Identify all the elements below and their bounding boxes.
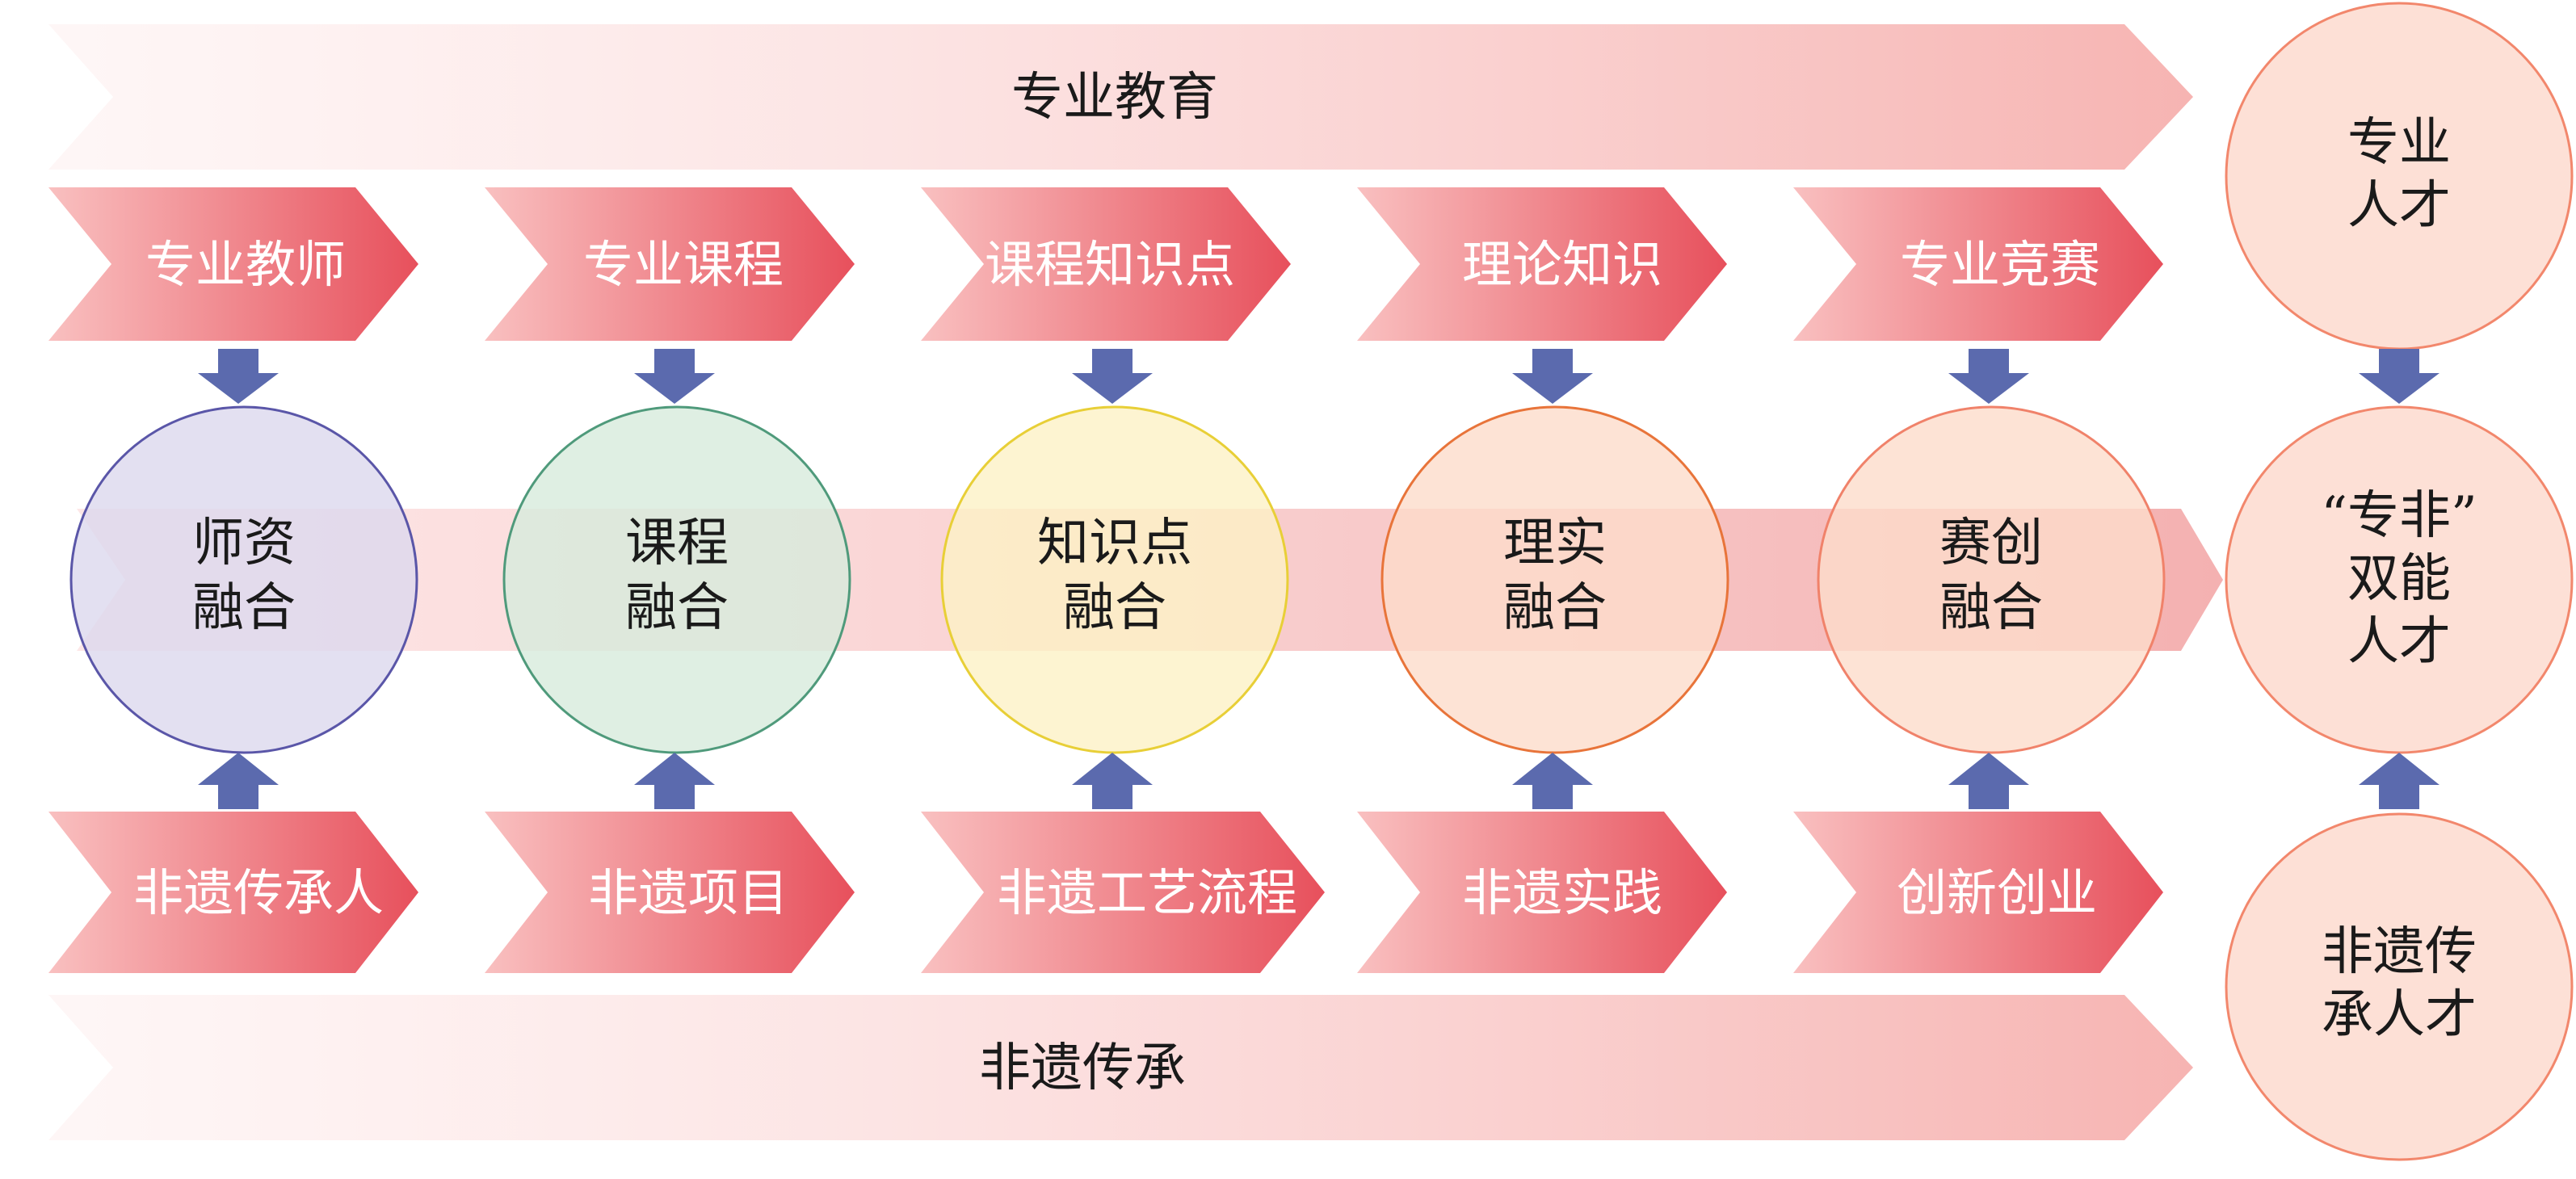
column-competition-entrepreneurship: 专业竞赛 赛创 融合 创新创业 xyxy=(1793,187,2166,973)
top-chevron xyxy=(485,187,855,341)
outcome-top-line-2: 人才 xyxy=(2347,176,2451,236)
top-chevron xyxy=(48,187,418,341)
down-arrow-icon xyxy=(1948,349,2029,404)
bottom-chevron-label: 非遗传承人 xyxy=(133,863,384,922)
integration-circle xyxy=(502,405,851,754)
integration-circle xyxy=(1817,405,2166,754)
up-arrow-icon xyxy=(198,753,279,809)
integration-circle xyxy=(1380,405,1729,754)
column-teachers: 专业教师 师资 融合 非遗传承人 xyxy=(48,187,418,973)
top-chevron-label: 专业课程 xyxy=(583,235,784,294)
up-arrow-icon xyxy=(1948,753,2029,809)
circle-label-line-1: 赛创 xyxy=(1939,514,2043,573)
down-arrow-icon xyxy=(1512,349,1593,404)
bottom-chevron-label: 非遗实践 xyxy=(1462,863,1662,922)
circle-label-line-1: 理实 xyxy=(1503,514,1607,573)
bottom-chevron-label: 创新创业 xyxy=(1897,863,2097,922)
circle-label-line-2: 融合 xyxy=(1063,578,1166,638)
bottom-banner-label: 非遗传承 xyxy=(979,1038,1186,1098)
bottom-chevron xyxy=(485,812,855,973)
outcome-middle-line-2: 双能 xyxy=(2347,549,2451,609)
integration-circle xyxy=(940,405,1289,754)
down-arrow-icon xyxy=(2359,349,2439,404)
top-chevron xyxy=(1357,187,1727,341)
outcome-middle-line-1: “专非” xyxy=(2321,486,2477,546)
outcome-middle-line-3: 人才 xyxy=(2347,612,2451,672)
column-theory-practice: 理论知识 理实 融合 非遗实践 xyxy=(1357,187,1729,973)
up-arrow-icon xyxy=(2359,753,2439,809)
circle-label-line-2: 融合 xyxy=(625,578,729,638)
up-arrow-icon xyxy=(1072,753,1153,809)
circle-label-line-1: 知识点 xyxy=(1037,514,1192,573)
outcome-bottom-line-2: 承人才 xyxy=(2322,985,2477,1045)
top-banner-label: 专业教育 xyxy=(1011,68,1218,128)
up-arrow-icon xyxy=(1512,753,1593,809)
bottom-chevron-label: 非遗工艺流程 xyxy=(997,863,1297,922)
column-knowledge-points: 课程知识点 知识点 融合 非遗工艺流程 xyxy=(921,187,1325,973)
circle-label-line-1: 师资 xyxy=(192,514,296,573)
down-arrow-icon xyxy=(198,349,279,404)
top-chevron-label: 理论知识 xyxy=(1462,235,1662,294)
outcome-bottom-line-1: 非遗传 xyxy=(2322,922,2477,982)
bottom-chevron xyxy=(1357,812,1727,973)
top-banner: 专业教育 xyxy=(48,24,2193,170)
outcome-top-line-1: 专业 xyxy=(2347,113,2451,173)
top-chevron-label: 专业教师 xyxy=(145,235,346,294)
up-arrow-icon xyxy=(634,753,715,809)
outcome-column: 专业 人才 “专非” 双能 人才 非遗传 承人才 xyxy=(2225,2,2574,1161)
outcome-heritage-talent xyxy=(2225,812,2574,1161)
bottom-banner: 非遗传承 xyxy=(48,995,2193,1140)
top-chevron-label: 专业竞赛 xyxy=(1900,235,2100,294)
bottom-chevron xyxy=(48,812,418,973)
down-arrow-icon xyxy=(634,349,715,404)
circle-label-line-2: 融合 xyxy=(192,578,296,638)
down-arrow-icon xyxy=(1072,349,1153,404)
top-chevron xyxy=(1793,187,2163,341)
circle-label-line-2: 融合 xyxy=(1503,578,1607,638)
bottom-chevron xyxy=(921,812,1325,973)
column-courses: 专业课程 课程 融合 非遗项目 xyxy=(485,187,855,973)
circle-label-line-2: 融合 xyxy=(1939,578,2043,638)
bottom-chevron-label: 非遗项目 xyxy=(588,863,788,922)
bottom-chevron xyxy=(1793,812,2163,973)
circle-label-line-1: 课程 xyxy=(625,514,729,573)
integration-circle xyxy=(69,405,418,754)
top-chevron xyxy=(921,187,1291,341)
top-chevron-label: 课程知识点 xyxy=(985,235,1235,294)
